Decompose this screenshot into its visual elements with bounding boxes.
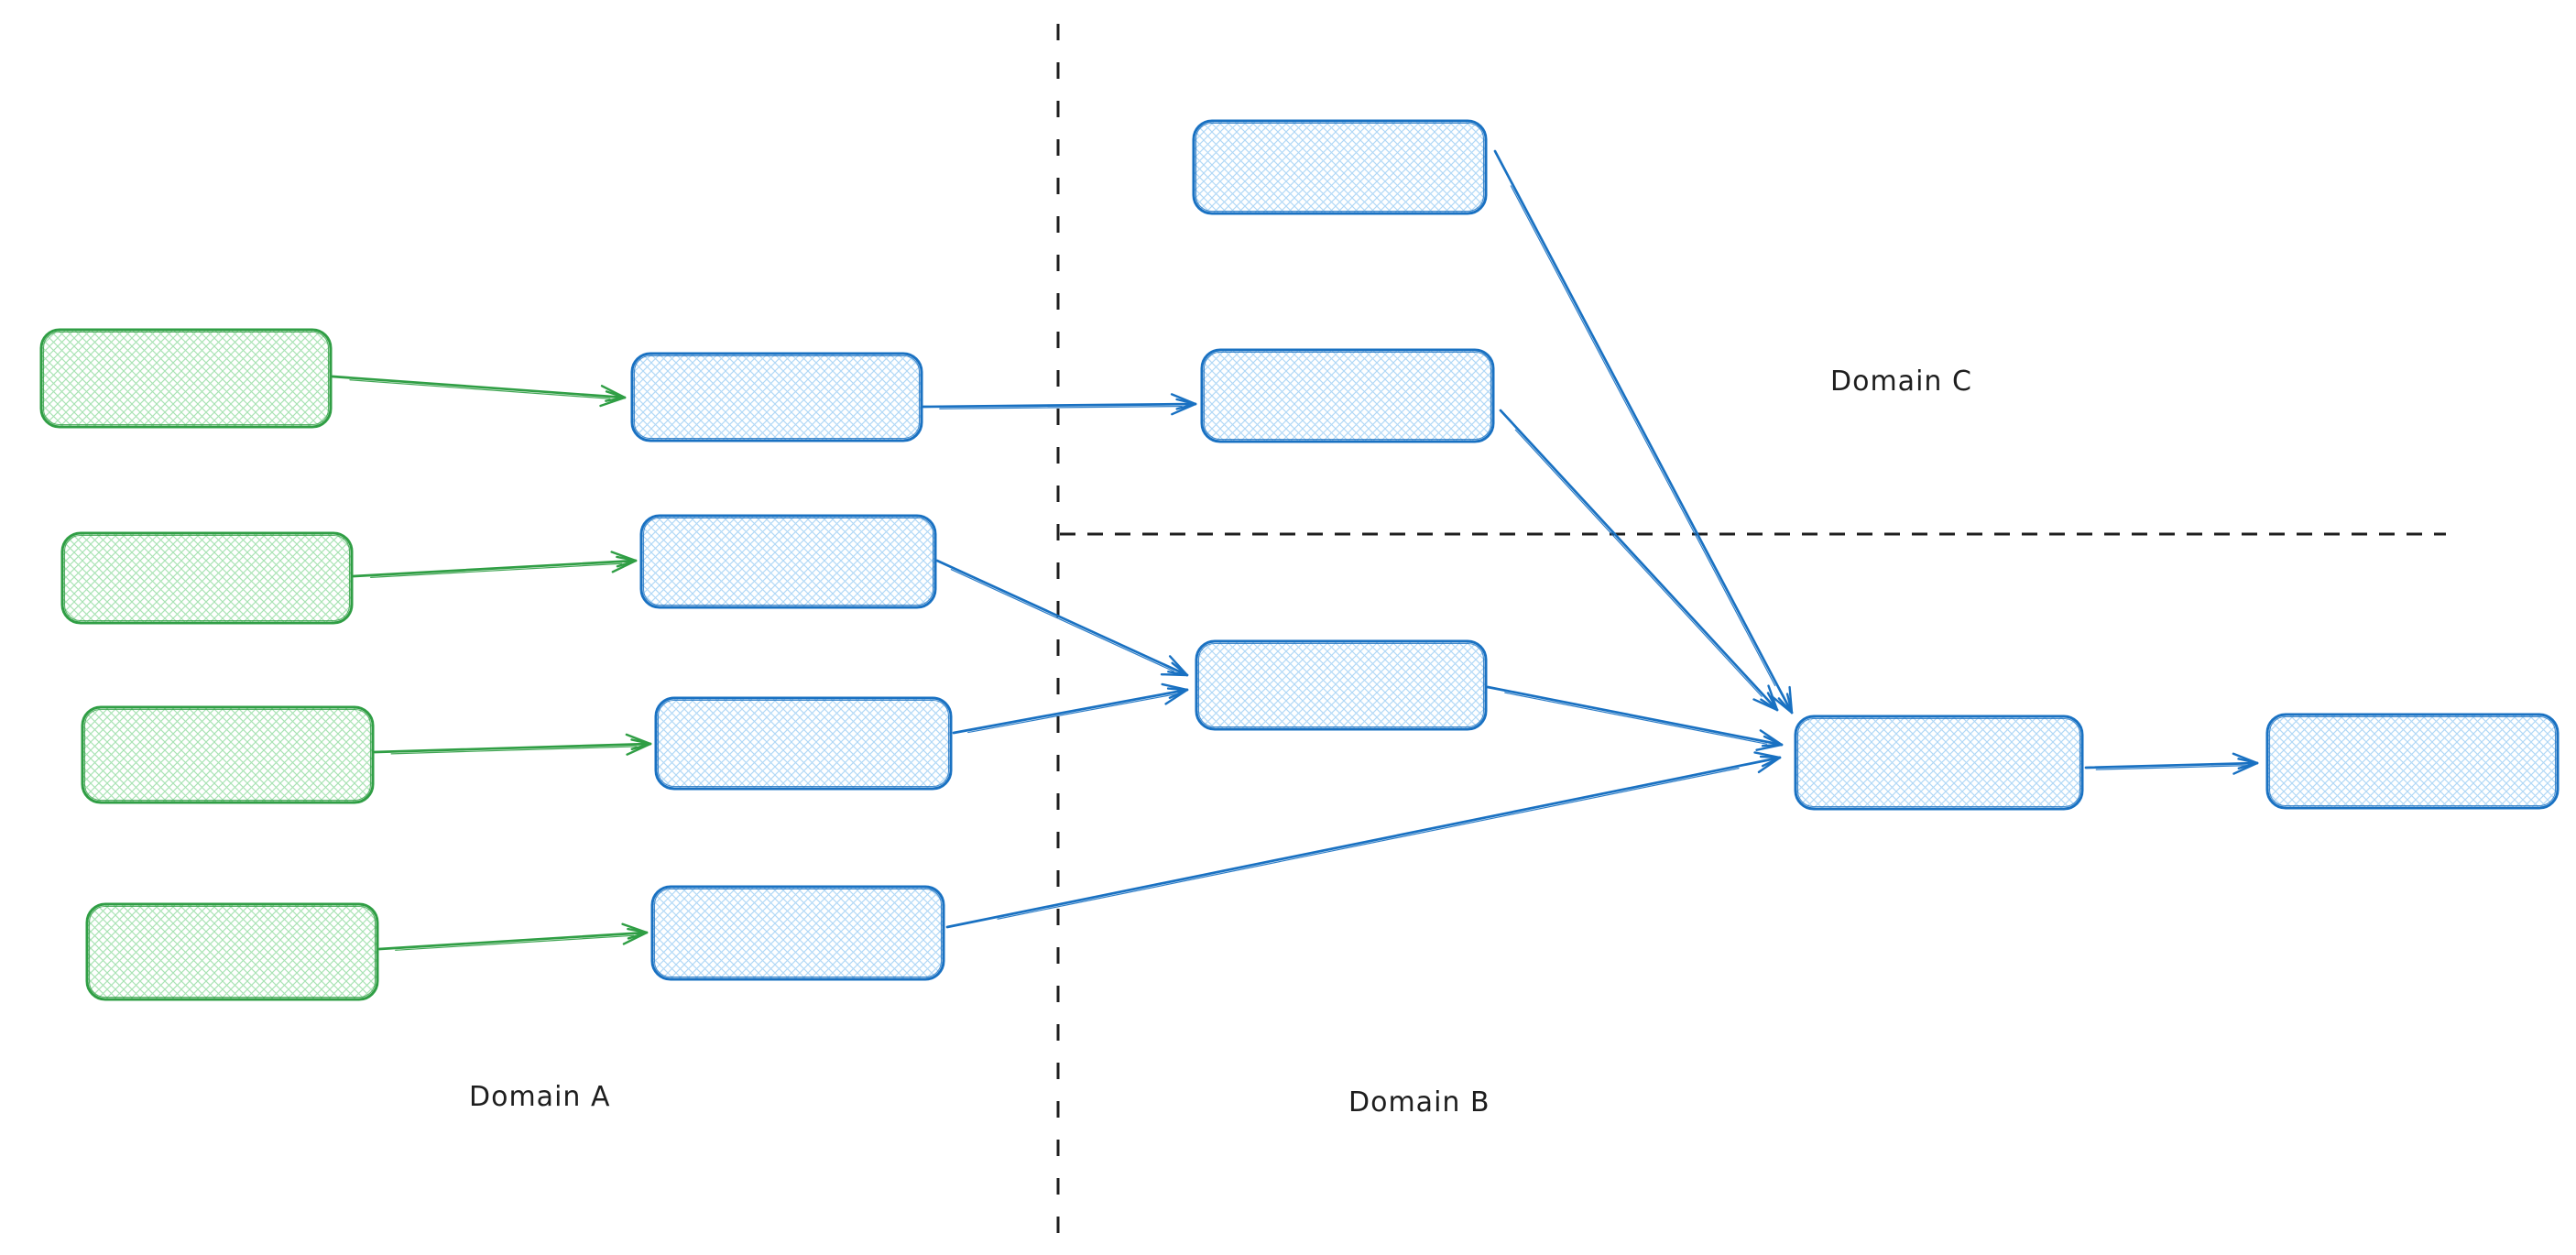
domain-b-label[interactable]: Domain B	[1348, 1086, 1490, 1119]
node-domain-b-box-1[interactable]	[1195, 639, 1488, 731]
node-domain-a-process-4[interactable]	[650, 885, 945, 981]
node-domain-b-aggregator[interactable]	[1794, 715, 2084, 811]
node-sketch-outline	[657, 699, 950, 788]
node-domain-a-process-3[interactable]	[654, 696, 953, 791]
node-sketch-outline	[1195, 122, 1485, 213]
node-sketch-outline	[633, 355, 921, 440]
node-sketch-outline	[88, 905, 377, 999]
node-sketch-outline	[1796, 717, 2081, 808]
node-sketch-outline	[2268, 715, 2557, 807]
node-domain-a-process-2[interactable]	[639, 514, 937, 609]
node-domain-c-box-2[interactable]	[1200, 348, 1495, 443]
layer-nodes	[39, 119, 2560, 1001]
arrow-aggregator-to-output[interactable]	[2084, 752, 2259, 775]
arrow-input4-to-process4[interactable]	[377, 922, 649, 951]
layer-dividers	[1056, 24, 2446, 1235]
arrow-process3-to-bbox1[interactable]	[952, 682, 1189, 735]
arrow-cbox1-to-aggregator[interactable]	[1493, 149, 1794, 715]
node-domain-b-output[interactable]	[2265, 713, 2560, 810]
domain-a-label[interactable]: Domain A	[469, 1081, 611, 1113]
node-domain-c-box-1[interactable]	[1192, 119, 1488, 215]
node-sketch-outline	[653, 888, 943, 978]
arrow-process2-to-bbox1[interactable]	[935, 559, 1189, 677]
arrow-input1-to-process1[interactable]	[331, 375, 627, 408]
node-domain-a-input-2[interactable]	[60, 531, 354, 625]
node-sketch-outline	[642, 517, 934, 606]
node-sketch-outline	[1197, 642, 1485, 728]
layer-edges	[331, 149, 2259, 951]
node-domain-a-input-3[interactable]	[81, 705, 375, 804]
domain-c-label[interactable]: Domain C	[1830, 366, 1972, 398]
node-sketch-outline	[42, 331, 330, 426]
arrow-process1-to-cbox2[interactable]	[922, 393, 1197, 416]
node-sketch-outline	[63, 534, 351, 622]
arrow-cbox2-to-aggregator[interactable]	[1499, 409, 1779, 712]
node-domain-a-process-1[interactable]	[630, 352, 923, 442]
arrow-input2-to-process2[interactable]	[352, 551, 638, 578]
node-sketch-outline	[1203, 351, 1492, 441]
arrow-process4-to-aggregator[interactable]	[945, 751, 1782, 929]
node-domain-a-input-4[interactable]	[85, 902, 379, 1001]
arrow-bbox1-to-aggregator[interactable]	[1486, 685, 1784, 751]
arrow-input3-to-process3[interactable]	[373, 733, 652, 756]
node-domain-a-input-1[interactable]	[39, 328, 333, 429]
node-sketch-outline	[83, 708, 372, 802]
